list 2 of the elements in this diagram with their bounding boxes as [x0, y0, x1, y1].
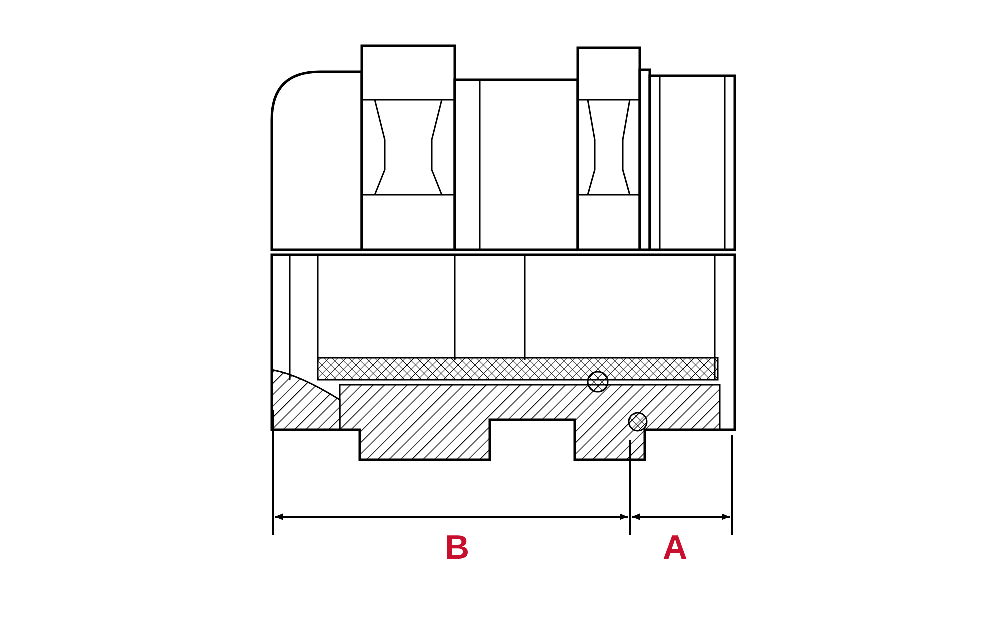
- dimension-label: A: [663, 530, 688, 566]
- dimension-label: B: [445, 530, 470, 566]
